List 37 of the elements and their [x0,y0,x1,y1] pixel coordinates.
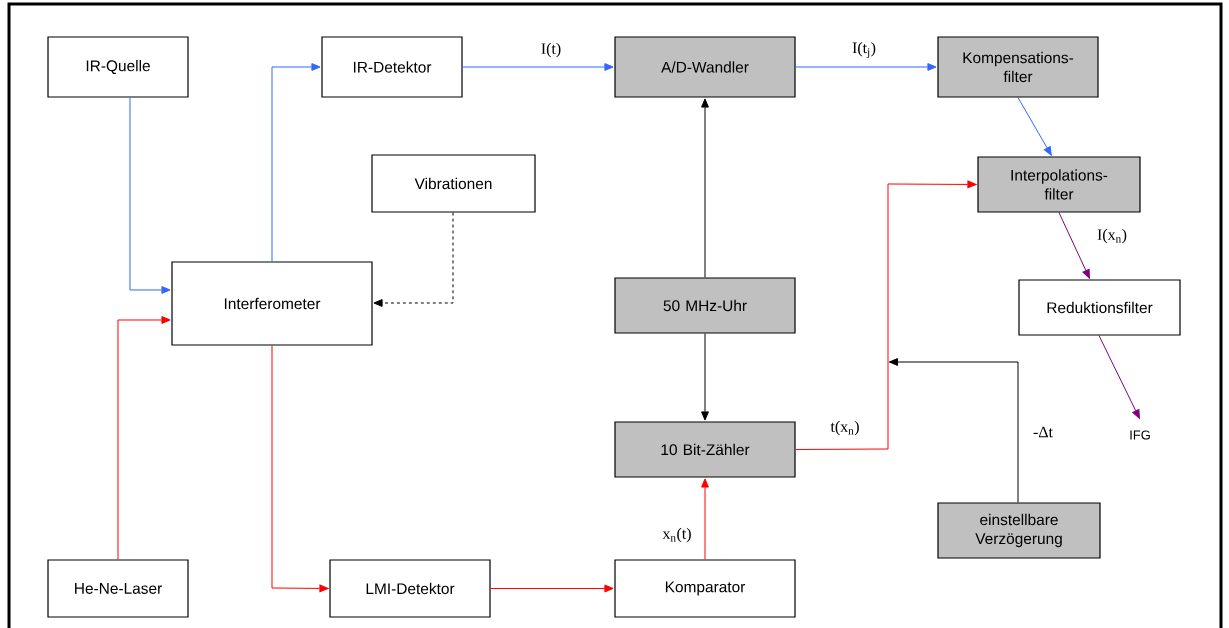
arrow [117,316,171,560]
process-box: 50 MHz-Uhr [614,277,796,334]
process-box: Interpolations- filter [977,156,1141,213]
arrow [271,63,321,262]
process-box: einstellbare Verzögerung [937,502,1101,559]
arrow [795,180,977,450]
arrow [1058,212,1090,279]
arrow [701,98,709,278]
process-box: LMI-Detektor [329,559,491,618]
process-box: A/D-Wandler [614,36,796,98]
arrow [701,478,709,560]
edge-label: I(t$_{j}$) [851,41,877,59]
arrow [795,63,937,71]
arrow [1017,97,1052,156]
arrow [1098,335,1140,419]
edge-label: -Δt [1032,425,1054,439]
process-box: Komparator [614,559,796,618]
arrow [373,212,454,307]
edge-label: t(x$_{n}$) [829,419,861,437]
process-box: 10 Bit-Zähler [614,421,796,478]
arrow [490,584,614,593]
process-box: Kompensations- filter [937,36,1099,98]
edge-label: I(x$_{n}$) [1096,227,1128,245]
process-box: IR-Detektor [321,36,463,98]
process-box: Reduktionsfilter [1018,279,1181,336]
arrow [462,63,614,71]
arrow [271,345,329,593]
process-box: Interferometer [171,261,373,346]
arrow [129,97,171,294]
edge-label: I(t) [539,41,563,59]
arrow [888,358,1019,503]
process-box: He-Ne-Laser [47,559,189,618]
process-box: IR-Quelle [47,36,189,98]
signal-text: IFG [1130,430,1150,440]
process-box: Vibrationen [371,154,536,213]
arrow [701,333,709,421]
edge-label: x$_{n}$(t) [661,526,693,544]
